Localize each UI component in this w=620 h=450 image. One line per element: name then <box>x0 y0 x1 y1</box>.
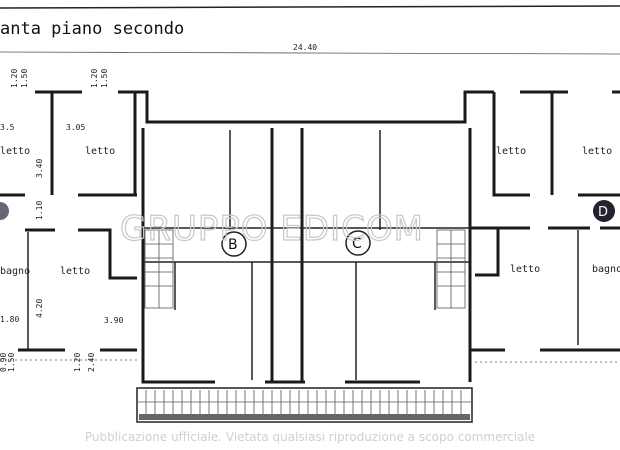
svg-text:C: C <box>352 236 362 252</box>
room-label: letto <box>510 264 540 275</box>
room-label: letto <box>85 146 115 157</box>
room-label: bagno <box>0 266 30 277</box>
room-label: letto <box>60 266 90 277</box>
dimension-label: 1.50 <box>7 353 16 372</box>
dimension-label: 1.50 <box>20 69 29 88</box>
dimension-label: 3.5 <box>0 123 15 132</box>
dimension-label: 1.20 <box>73 353 82 372</box>
dimension-label: 4.20 <box>35 299 44 318</box>
dimension-label: 1.20 <box>10 69 19 88</box>
dimension-label: 1.10 <box>35 201 44 220</box>
stairs-right <box>436 229 466 309</box>
room-label: letto <box>496 146 526 157</box>
dimension-label: 1.80 <box>0 315 19 324</box>
right-unit <box>470 90 620 352</box>
room-label: letto <box>582 146 612 157</box>
svg-text:D: D <box>598 205 608 220</box>
unit-marker-b: B <box>221 231 247 257</box>
dimension-label: 2.40 <box>87 353 96 372</box>
dimension-label: 1.50 <box>100 69 109 88</box>
left-unit <box>0 90 137 352</box>
unit-marker-a <box>0 202 9 220</box>
room-label: letto <box>0 146 30 157</box>
dimension-label: 0.90 <box>0 353 8 372</box>
central-block <box>118 90 494 423</box>
room-label: bagno <box>592 264 620 275</box>
dimension-label: 3.05 <box>66 123 85 132</box>
unit-marker-d: D <box>593 200 615 222</box>
dimension-label: 1.20 <box>90 69 99 88</box>
dimension-label: 3.90 <box>104 316 123 325</box>
stairs-left <box>144 229 174 309</box>
plan-title: anta piano secondo <box>0 19 184 39</box>
balcony <box>136 387 473 423</box>
dimension-label: 3.40 <box>35 159 44 178</box>
watermark: GRUPPO EDICOM <box>120 209 424 249</box>
overall-dimension: 24.40 <box>293 43 317 52</box>
svg-text:B: B <box>228 237 238 253</box>
footer-notice: Pubblicazione ufficiale. Vietata qualsia… <box>84 430 536 444</box>
frame-line <box>0 5 620 9</box>
unit-marker-c: C <box>345 230 371 256</box>
dimension-line <box>0 51 620 55</box>
